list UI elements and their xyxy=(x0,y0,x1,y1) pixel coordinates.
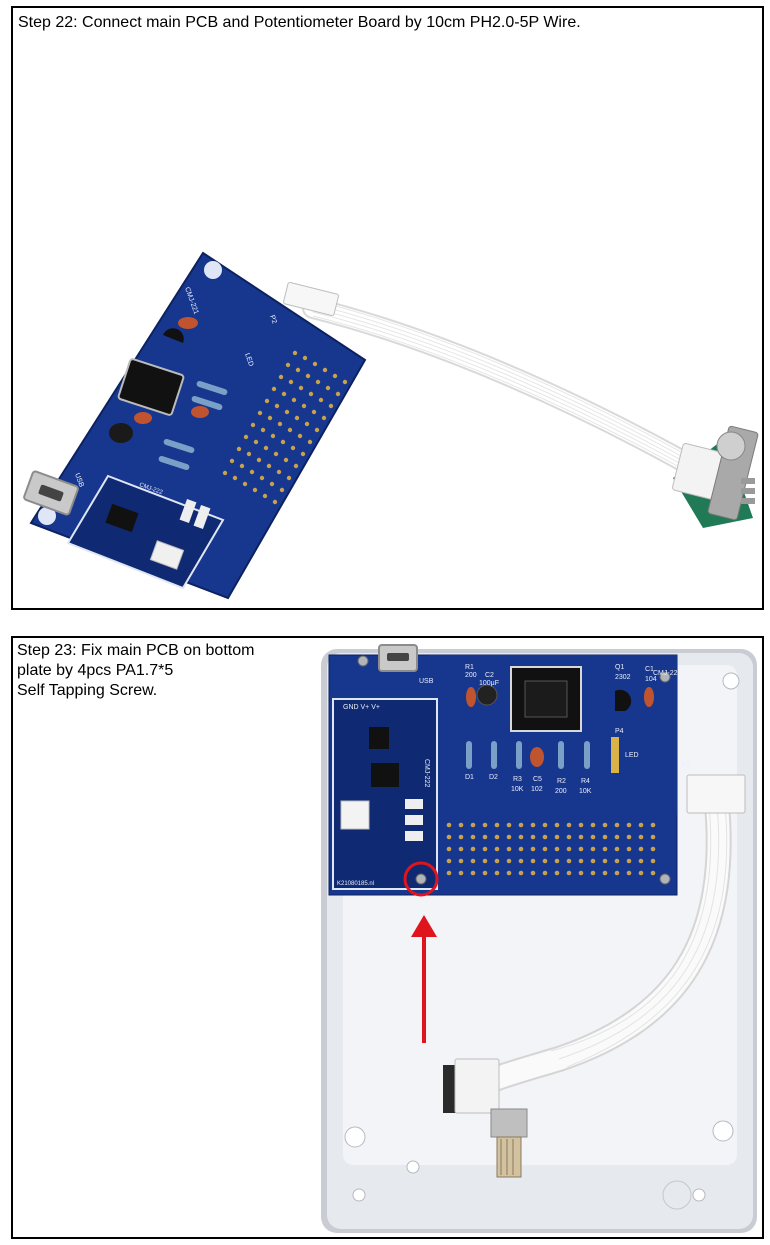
r1-label: R1 xyxy=(465,664,474,671)
c5-label: C5 xyxy=(533,776,542,783)
step-23-caption: Step 23: Fix main PCB on bottom plate by… xyxy=(17,642,255,699)
main-pcb: USB CMJ-221 CMJ-222 P2 LED xyxy=(23,251,367,600)
led-label: LED xyxy=(243,352,254,367)
d1-label: D1 xyxy=(465,774,474,781)
r3-value: 10K xyxy=(511,786,524,793)
main-board-label: CMJ-221 xyxy=(653,670,682,677)
gnd-label: GND V+ V+ xyxy=(343,704,380,711)
ph20-5p-wire xyxy=(466,792,732,1100)
step-23-panel: Step 23: Fix main PCB on bottom plate by… xyxy=(11,636,764,1239)
r1-value: 200 xyxy=(465,672,477,679)
red-arrow xyxy=(411,915,437,1043)
c2-label: C2 xyxy=(485,672,494,679)
led-label: LED xyxy=(625,752,639,759)
potentiometer-board xyxy=(672,425,759,528)
step-22-caption: Step 22: Connect main PCB and Potentiome… xyxy=(18,14,581,31)
d2-label: D2 xyxy=(489,774,498,781)
step-23-photo: USB CMJ-221 CMJ-222 P2 P4 LED R1 200 C2 … xyxy=(321,644,757,1233)
c5-value: 102 xyxy=(531,786,543,793)
p4-label: P4 xyxy=(615,728,624,735)
c1-label: C1 xyxy=(645,666,654,673)
c2-value: 100μF xyxy=(479,680,499,687)
p2-label: P2 xyxy=(268,314,278,325)
p2-connector xyxy=(686,774,746,814)
r4-label: R4 xyxy=(581,778,590,785)
p2-label: P2 xyxy=(681,762,690,769)
r4-value: 10K xyxy=(579,788,592,795)
step-22-photo: USB CMJ-221 CMJ-222 P2 LED xyxy=(23,251,759,600)
usb-label: USB xyxy=(73,472,85,488)
highlighted-screw xyxy=(415,873,427,885)
potentiometer xyxy=(443,1058,528,1178)
sub-board-label: CMJ-222 xyxy=(423,759,430,788)
ph20-5p-wire xyxy=(302,297,724,489)
usb-label: USB xyxy=(419,678,434,685)
board-code-label: K21080185.nl xyxy=(337,881,374,887)
r2-value: 200 xyxy=(555,788,567,795)
r3-label: R3 xyxy=(513,776,522,783)
main-pcb: USB CMJ-221 CMJ-222 P2 P4 LED R1 200 C2 … xyxy=(328,644,690,896)
screw-highlight xyxy=(403,861,439,897)
q1-label: Q1 xyxy=(615,664,624,671)
r2-label: R2 xyxy=(557,778,566,785)
step-22-panel: Step 22: Connect main PCB and Potentiome… xyxy=(11,6,764,610)
c1-value: 104 xyxy=(645,676,657,683)
q1-value: 2302 xyxy=(615,674,631,681)
